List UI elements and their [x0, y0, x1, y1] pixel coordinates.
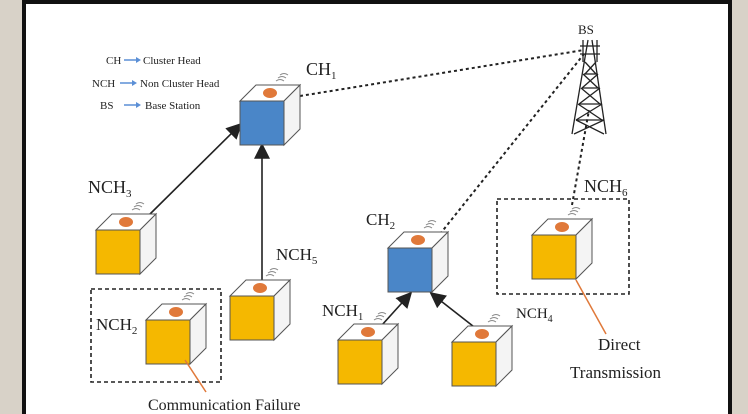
- nch3-signal-wave-icon: [133, 205, 143, 208]
- nch5-sensor-dot: [253, 283, 267, 293]
- nch1-signal-wave-icon: [377, 312, 387, 315]
- direct-box: [496, 198, 630, 295]
- nch6-signal-wave-icon: [569, 210, 579, 213]
- bs-label: BS: [578, 22, 594, 37]
- nch4-sensor-dot: [475, 329, 489, 339]
- failure-pointer: [184, 359, 207, 393]
- communication-failure-label: Communication Failure: [148, 397, 300, 414]
- ch2-front-face: [387, 247, 433, 293]
- nch4-signal-wave-icon: [487, 320, 497, 323]
- left-border: [22, 0, 26, 414]
- legend-arrowhead-ch: [136, 57, 141, 63]
- nch1-signal-wave-icon: [375, 315, 385, 318]
- legend-abbr-bs: BS: [100, 100, 113, 112]
- nch6-node: [530, 207, 594, 281]
- bs-links: [299, 49, 590, 235]
- nch5-node: [228, 268, 292, 342]
- nch3-signal-wave-icon: [131, 208, 141, 211]
- legend-text-ch: Cluster Head: [143, 55, 201, 67]
- nch1-front-face: [337, 339, 383, 385]
- nch2-signal-wave-icon: [185, 292, 195, 295]
- failure-box: [90, 288, 222, 383]
- direct-label-line2: Transmission: [570, 363, 662, 382]
- nch1-label: NCH1: [322, 301, 363, 323]
- legend-text-nch: Non Cluster Head: [140, 78, 220, 90]
- nch2-node: [144, 292, 208, 366]
- nch3-signal-wave-icon: [135, 202, 145, 205]
- nch1-sensor-dot: [361, 327, 375, 337]
- right-border: [728, 0, 732, 414]
- link-ch1-bs: [299, 49, 585, 97]
- top-border: [22, 0, 748, 4]
- nch2-signal-wave-icon: [181, 298, 191, 301]
- right-margin: [732, 0, 748, 414]
- node-labels: CH1 NCH3 NCH5 NCH2 CH2 NCH1 NCH4 NCH6: [88, 59, 628, 337]
- legend-arrowhead-bs: [136, 102, 141, 108]
- nch3-front-face: [95, 229, 141, 275]
- nch5-label: NCH5: [276, 245, 318, 267]
- nch6-front-face: [531, 234, 577, 280]
- base-station-tower: [571, 39, 607, 135]
- nch4-front-face: [451, 341, 497, 387]
- nch2-label: NCH2: [96, 315, 137, 337]
- ch2-signal-wave-icon: [425, 223, 435, 226]
- nch4-node: [450, 314, 514, 388]
- ch2-sensor-dot: [411, 235, 425, 245]
- ch1-signal-wave-icon: [279, 73, 289, 76]
- nch2-front-face: [145, 319, 191, 365]
- nch3-node: [94, 202, 158, 276]
- nch4-label: NCH4: [516, 306, 553, 325]
- link-ch2-bs: [439, 53, 585, 235]
- ch1-signal-wave-icon: [277, 76, 287, 79]
- ch1-sensor-dot: [263, 88, 277, 98]
- ch2-signal-wave-icon: [427, 220, 437, 223]
- legend: CH Cluster Head NCH Non Cluster Head BS …: [92, 55, 220, 112]
- ch2-label: CH2: [366, 210, 395, 232]
- nch5-front-face: [229, 295, 275, 341]
- nch6-label: NCH6: [584, 176, 628, 199]
- nch2-signal-wave-icon: [183, 295, 193, 298]
- ch2-node: [386, 220, 450, 294]
- legend-text-bs: Base Station: [145, 100, 201, 112]
- nch5-signal-wave-icon: [269, 268, 279, 271]
- ch1-label: CH1: [306, 59, 337, 82]
- nch4-signal-wave-icon: [491, 314, 501, 317]
- link-nch4-ch2: [429, 292, 479, 331]
- direct-pointer: [575, 279, 607, 335]
- legend-abbr-nch: NCH: [92, 78, 115, 90]
- nch4-signal-wave-icon: [489, 317, 499, 320]
- link-nch6-bs: [571, 109, 590, 206]
- nch1-node: [336, 312, 400, 386]
- nch6-signal-wave-icon: [567, 213, 577, 216]
- nch1-signal-wave-icon: [373, 318, 383, 321]
- ch2-signal-wave-icon: [423, 226, 433, 229]
- nch3-sensor-dot: [119, 217, 133, 227]
- nch6-sensor-dot: [555, 222, 569, 232]
- nch3-label: NCH3: [88, 177, 132, 200]
- ch1-front-face: [239, 100, 285, 146]
- ch1-node: [238, 73, 302, 147]
- nch5-signal-wave-icon: [265, 274, 275, 277]
- link-nch3-ch1: [147, 122, 243, 217]
- node-cubes: [94, 73, 594, 388]
- legend-arrowhead-nch: [132, 80, 137, 86]
- ch1-signal-wave-icon: [275, 79, 285, 82]
- legend-abbr-ch: CH: [106, 55, 121, 67]
- left-margin: [0, 0, 22, 414]
- nch5-signal-wave-icon: [267, 271, 277, 274]
- nch2-sensor-dot: [169, 307, 183, 317]
- direct-label-line1: Direct: [598, 335, 641, 354]
- nch6-signal-wave-icon: [571, 207, 581, 210]
